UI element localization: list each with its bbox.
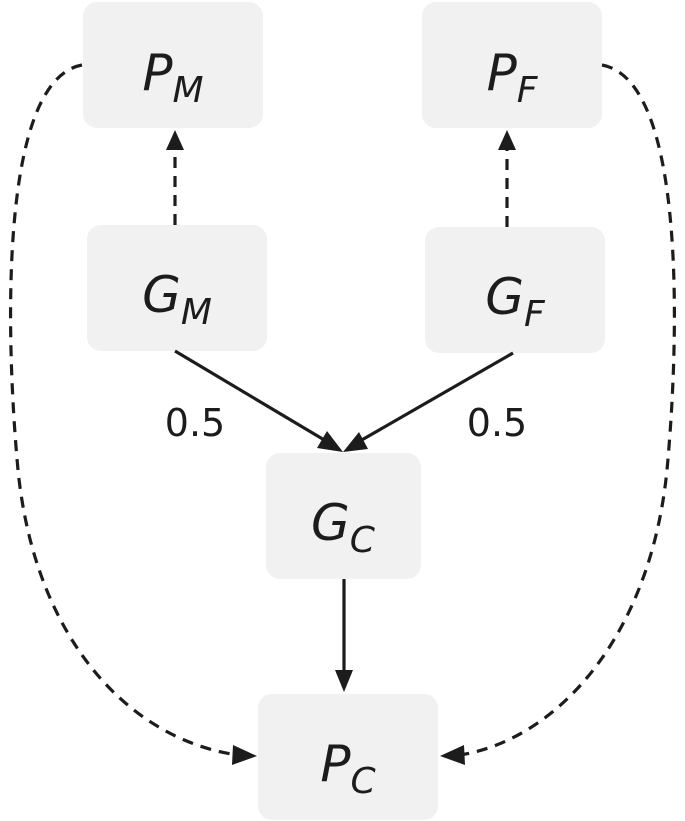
edge-weight-gf-gc: 0.5 (467, 401, 527, 445)
edge-gm-to-gc (174, 349, 327, 443)
arrow-head-gc-left-icon (317, 431, 343, 452)
node-pm-box (83, 2, 263, 128)
arrow-head-pc-right-icon (440, 745, 465, 765)
node-gc-label: GC (311, 494, 376, 561)
edge-weight-gm-gc: 0.5 (165, 401, 225, 445)
edge-gf-to-gc (359, 351, 514, 443)
arrow-head-pm-icon (166, 130, 184, 150)
node-gc-box (266, 453, 421, 579)
node-pc-box (258, 694, 438, 820)
node-pf-box (422, 2, 602, 128)
node-gm-label: GM (142, 266, 212, 333)
arrow-head-pc-left-icon (232, 745, 257, 765)
node-gm-box (87, 225, 267, 351)
arrow-head-pf-icon (498, 130, 516, 150)
node-pf-label: PF (487, 44, 539, 111)
arrow-head-gc-right-icon (343, 432, 368, 452)
node-pm-label: PM (142, 44, 203, 111)
edge-pm-to-pc (8, 63, 239, 757)
node-gf-label: GF (485, 268, 546, 335)
node-pc-label: PC (320, 735, 376, 802)
arrow-head-pc-top-icon (335, 670, 353, 692)
edge-pf-to-pc (459, 63, 677, 757)
node-gf-box (425, 227, 605, 353)
